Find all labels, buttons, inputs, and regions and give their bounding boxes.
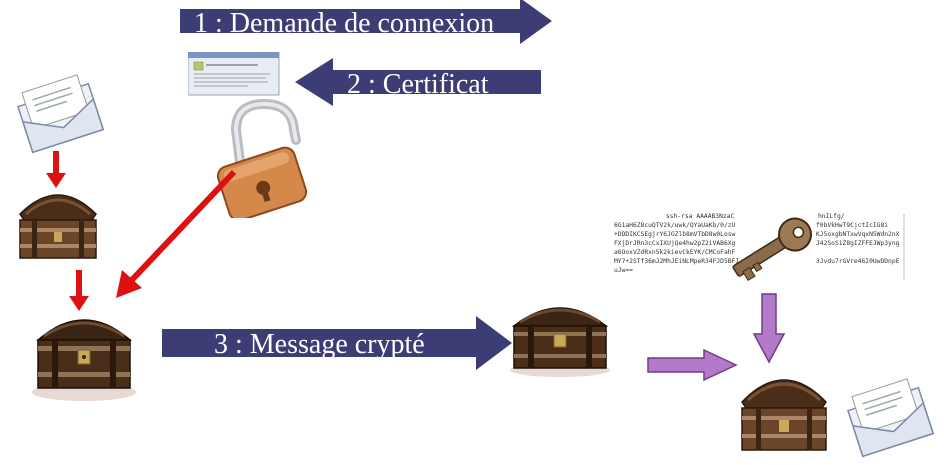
certificate-arrow: 2 : Certificat — [295, 58, 541, 106]
closed-chest-icon — [32, 319, 136, 401]
ssh-key-line-4: FXjDrJRn3cCxIXUjQe4hw2pZ2iVAB6Xg — [614, 240, 736, 247]
envelope-icon — [17, 74, 105, 154]
certificate-label: 2 : Certificat — [347, 69, 489, 100]
ssh-key-right-4: J42SoS1Z8gIZFFEJWp3yng — [816, 240, 900, 247]
ssh-key-line-7: uJw== — [614, 267, 633, 274]
ssh-key-right-1: hnILfg/ — [818, 213, 845, 220]
ssh-key-line-3: +DDDIKCSEgjrY6JGZlb8mVTbD8w0Losw — [614, 231, 736, 238]
purple-arrow-down — [752, 293, 786, 364]
open-padlock-icon — [216, 98, 308, 218]
ssh-key-right-6: 3Jvdu7rGVre46I0UwDDnpE — [816, 258, 900, 265]
ssh-key-line-2: 6G1aH6Z8cuQTV2k/uwk/QYaUaKb/0/zU — [614, 222, 736, 229]
encrypted-message-label: 3 : Message crypté — [214, 329, 425, 360]
key-icon — [732, 217, 812, 282]
ssh-key-right-3: KJ5oxgbNTxwVqxN5Wdn2nX — [816, 231, 900, 238]
connection-request-arrow: 1 : Demande de connexion — [180, 0, 552, 44]
encrypted-message-arrow: 3 : Message crypté — [162, 316, 512, 370]
ssh-key-line-1: ssh-rsa AAAAB3NzaC — [666, 213, 734, 220]
closed-chest-icon — [510, 307, 610, 377]
ssh-key-line-5: a6OoxVZdRxn5k2kievCkEYK/CMCoFahF — [614, 249, 736, 256]
envelope-icon — [847, 378, 935, 458]
ssh-key-line-6: MY7+2STf36mJ2MhJEiNLMpeR34FJD5BFI — [614, 258, 739, 265]
red-arrow-down-2 — [69, 270, 89, 311]
open-chest-icon — [741, 379, 827, 451]
open-chest-icon — [19, 194, 97, 259]
purple-arrow-right — [647, 348, 738, 382]
connection-request-label: 1 : Demande de connexion — [194, 8, 494, 39]
red-arrow-down-1 — [46, 151, 66, 188]
red-diagonal-arrow — [116, 169, 237, 298]
certificate-window-icon — [188, 52, 280, 96]
ssh-key-right-2: f0bVkHwT9CjctIcIG8i — [816, 222, 888, 229]
